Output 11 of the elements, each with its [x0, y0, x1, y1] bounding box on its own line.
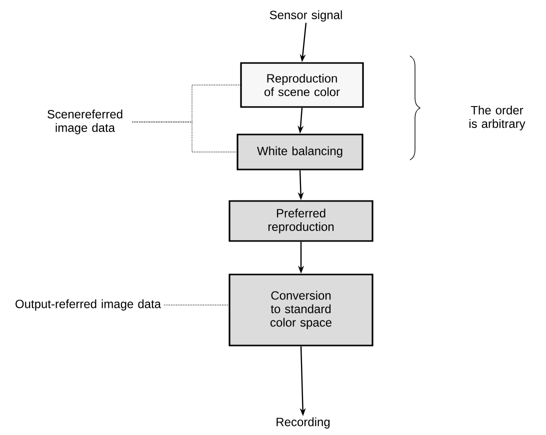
flow-text: Recording: [276, 417, 330, 429]
flow-text: Sensor signal: [270, 10, 342, 22]
leader-text: Output-referred image data: [16, 299, 161, 311]
process-box: Conversion to standard color space: [228, 274, 374, 346]
process-box: Preferred reproduction: [228, 200, 374, 242]
process-box: Reproduction of scene color: [240, 62, 364, 108]
leader-line: [132, 122, 238, 152]
note-text: The order is arbitrary: [469, 106, 526, 130]
leader-text: Scenereferred image data: [48, 110, 122, 134]
process-box: White balancing: [236, 134, 364, 170]
leader-line: [164, 304, 230, 306]
